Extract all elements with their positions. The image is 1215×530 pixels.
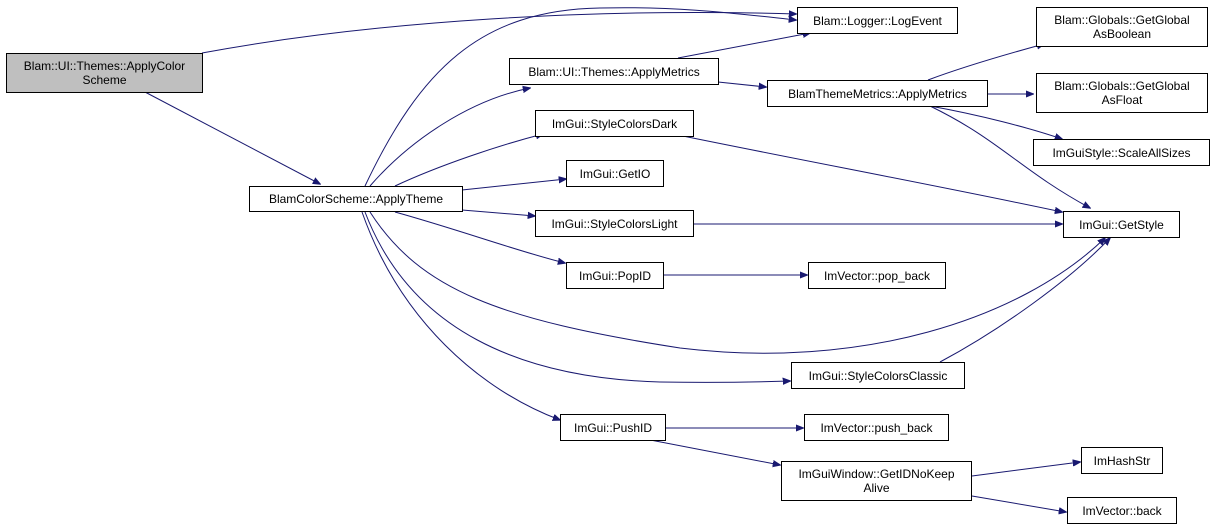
node-label: ImGui::PopID (578, 268, 652, 283)
node-im-hash-str[interactable]: ImHashStr (1081, 447, 1163, 474)
node-label-line1: Blam::Globals::GetGlobal (1054, 79, 1190, 93)
edge-pushid-getidnokeep (639, 437, 780, 465)
node-log-event[interactable]: Blam::Logger::LogEvent (797, 7, 958, 34)
node-label: ImGui::GetIO (579, 166, 651, 181)
node-label: ImGui::PushID (573, 420, 653, 435)
node-im-vector-back[interactable]: ImVector::back (1067, 497, 1177, 524)
node-label: ImGui::GetStyle (1079, 217, 1164, 232)
node-get-style[interactable]: ImGui::GetStyle (1063, 211, 1180, 238)
node-label: ImGui::StyleColorsClassic (808, 368, 948, 383)
node-label-line1: ImGuiWindow::GetIDNoKeep (798, 467, 955, 481)
node-label: BlamColorScheme::ApplyTheme (268, 192, 444, 206)
node-theme-metrics-apply[interactable]: BlamThemeMetrics::ApplyMetrics (767, 80, 988, 107)
node-style-colors-classic[interactable]: ImGui::StyleColorsClassic (791, 362, 965, 389)
node-label-line2: Scheme (82, 73, 127, 87)
node-get-id-no-keep-alive[interactable]: ImGuiWindow::GetIDNoKeep Alive (781, 461, 972, 501)
node-get-io[interactable]: ImGui::GetIO (566, 160, 664, 187)
node-apply-theme[interactable]: BlamColorScheme::ApplyTheme (249, 186, 463, 212)
node-label: ImGui::StyleColorsDark (551, 116, 678, 131)
edge-applytheme-getio (461, 179, 566, 191)
edge-applytheme-styledark (394, 134, 543, 187)
node-label: BlamThemeMetrics::ApplyMetrics (788, 86, 967, 101)
edge-thememetrics-getstyle (929, 105, 1090, 208)
edge-applytheme-styleclassic (364, 211, 790, 382)
node-label-line1: Blam::Globals::GetGlobal (1054, 13, 1190, 27)
node-get-global-as-boolean[interactable]: Blam::Globals::GetGlobal AsBoolean (1036, 7, 1208, 47)
edge-applytheme-getstyle (369, 211, 1105, 354)
edge-applymetrics-logevent (677, 33, 810, 59)
node-style-colors-dark[interactable]: ImGui::StyleColorsDark (535, 110, 694, 137)
edge-applytheme-applymetrics (369, 88, 530, 187)
edge-thememetrics-scaleallsizes (929, 105, 1062, 139)
node-label: ImGui::StyleColorsLight (551, 216, 678, 231)
node-label: ImVector::push_back (820, 420, 933, 435)
edge-styledark-getstyle (677, 134, 1062, 212)
edge-applytheme-pushid (361, 211, 560, 420)
node-root-apply-color-scheme: Blam::UI::Themes::ApplyColor Scheme (6, 53, 203, 93)
node-get-global-as-float[interactable]: Blam::Globals::GetGlobal AsFloat (1036, 73, 1208, 113)
node-scale-all-sizes[interactable]: ImGuiStyle::ScaleAllSizes (1033, 139, 1210, 166)
edge-thememetrics-getglobalbool (927, 44, 1044, 81)
node-label-line2: AsBoolean (1092, 27, 1152, 41)
node-label: ImHashStr (1093, 453, 1151, 468)
node-label: ImVector::pop_back (823, 268, 931, 283)
edge-styleclassic-getstyle (939, 238, 1110, 363)
node-style-colors-light[interactable]: ImGui::StyleColorsLight (535, 210, 694, 237)
edge-getidnokeep-back (971, 495, 1066, 512)
node-label-line1: Blam::UI::Themes::ApplyColor (23, 59, 186, 73)
node-label: Blam::Logger::LogEvent (813, 13, 942, 28)
node-label: ImVector::back (1082, 503, 1162, 518)
edge-root-applytheme (144, 91, 320, 184)
node-push-id[interactable]: ImGui::PushID (560, 414, 666, 441)
edge-root-logevent (201, 13, 796, 54)
node-label: Blam::UI::Themes::ApplyMetrics (528, 64, 700, 79)
edge-applymetrics-thememetrics (717, 81, 766, 87)
edge-applytheme-logevent (364, 7, 796, 187)
node-label-line2: Alive (863, 481, 890, 495)
edge-applytheme-popid (394, 211, 565, 263)
node-pop-id[interactable]: ImGui::PopID (566, 262, 664, 289)
node-label: ImGuiStyle::ScaleAllSizes (1052, 145, 1191, 160)
node-label-line2: AsFloat (1101, 93, 1143, 107)
node-push-back[interactable]: ImVector::push_back (804, 414, 949, 441)
edge-applytheme-stylelight (461, 209, 535, 216)
node-pop-back[interactable]: ImVector::pop_back (808, 262, 946, 289)
node-ui-apply-metrics[interactable]: Blam::UI::Themes::ApplyMetrics (509, 58, 719, 85)
edge-getidnokeep-hashstr (971, 462, 1080, 477)
